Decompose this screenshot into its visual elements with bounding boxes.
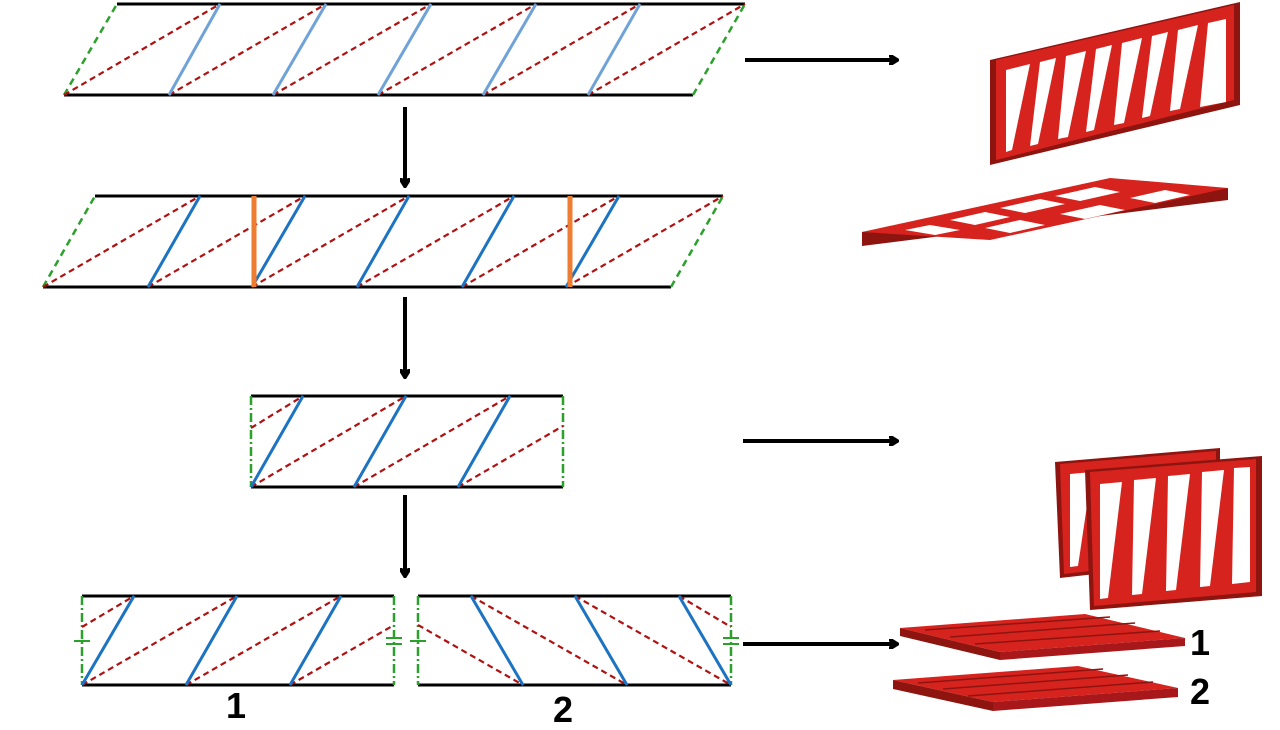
strip-label-2: 2 (553, 689, 574, 730)
model-plate-label-2: 2 (1190, 671, 1211, 712)
model-truss-panel-1 (990, 2, 1240, 165)
truss-unit-cell (249, 394, 565, 489)
model-plate-2-1 (900, 614, 1185, 660)
strip-1 (74, 594, 402, 687)
green-end-right (669, 195, 725, 288)
blue-diagonals (167, 3, 642, 96)
green-tick-marks (74, 637, 402, 645)
red-diagonals (250, 395, 564, 488)
blue-diagonals (146, 195, 621, 288)
model-truss-panel-2 (1055, 448, 1262, 610)
strip-2 (410, 594, 739, 687)
red-diagonals (63, 3, 746, 96)
red-diagonals (81, 595, 395, 686)
blue-diagonals (469, 595, 733, 686)
model-plate-2-2 (893, 666, 1178, 711)
green-end-left (41, 195, 97, 288)
green-end-left (62, 3, 119, 96)
truss-row-2 (41, 194, 725, 289)
model-plate-label-1: 1 (1190, 622, 1211, 663)
red-diagonals (42, 195, 724, 288)
blue-diagonals (249, 395, 512, 488)
model-plate-1 (862, 178, 1228, 246)
truss-row-1 (62, 2, 747, 97)
green-end-right (691, 3, 747, 96)
red-diagonals (417, 595, 732, 686)
strip-label-1: 1 (226, 685, 247, 726)
blue-diagonals (80, 595, 343, 686)
green-tick-marks (410, 637, 739, 645)
